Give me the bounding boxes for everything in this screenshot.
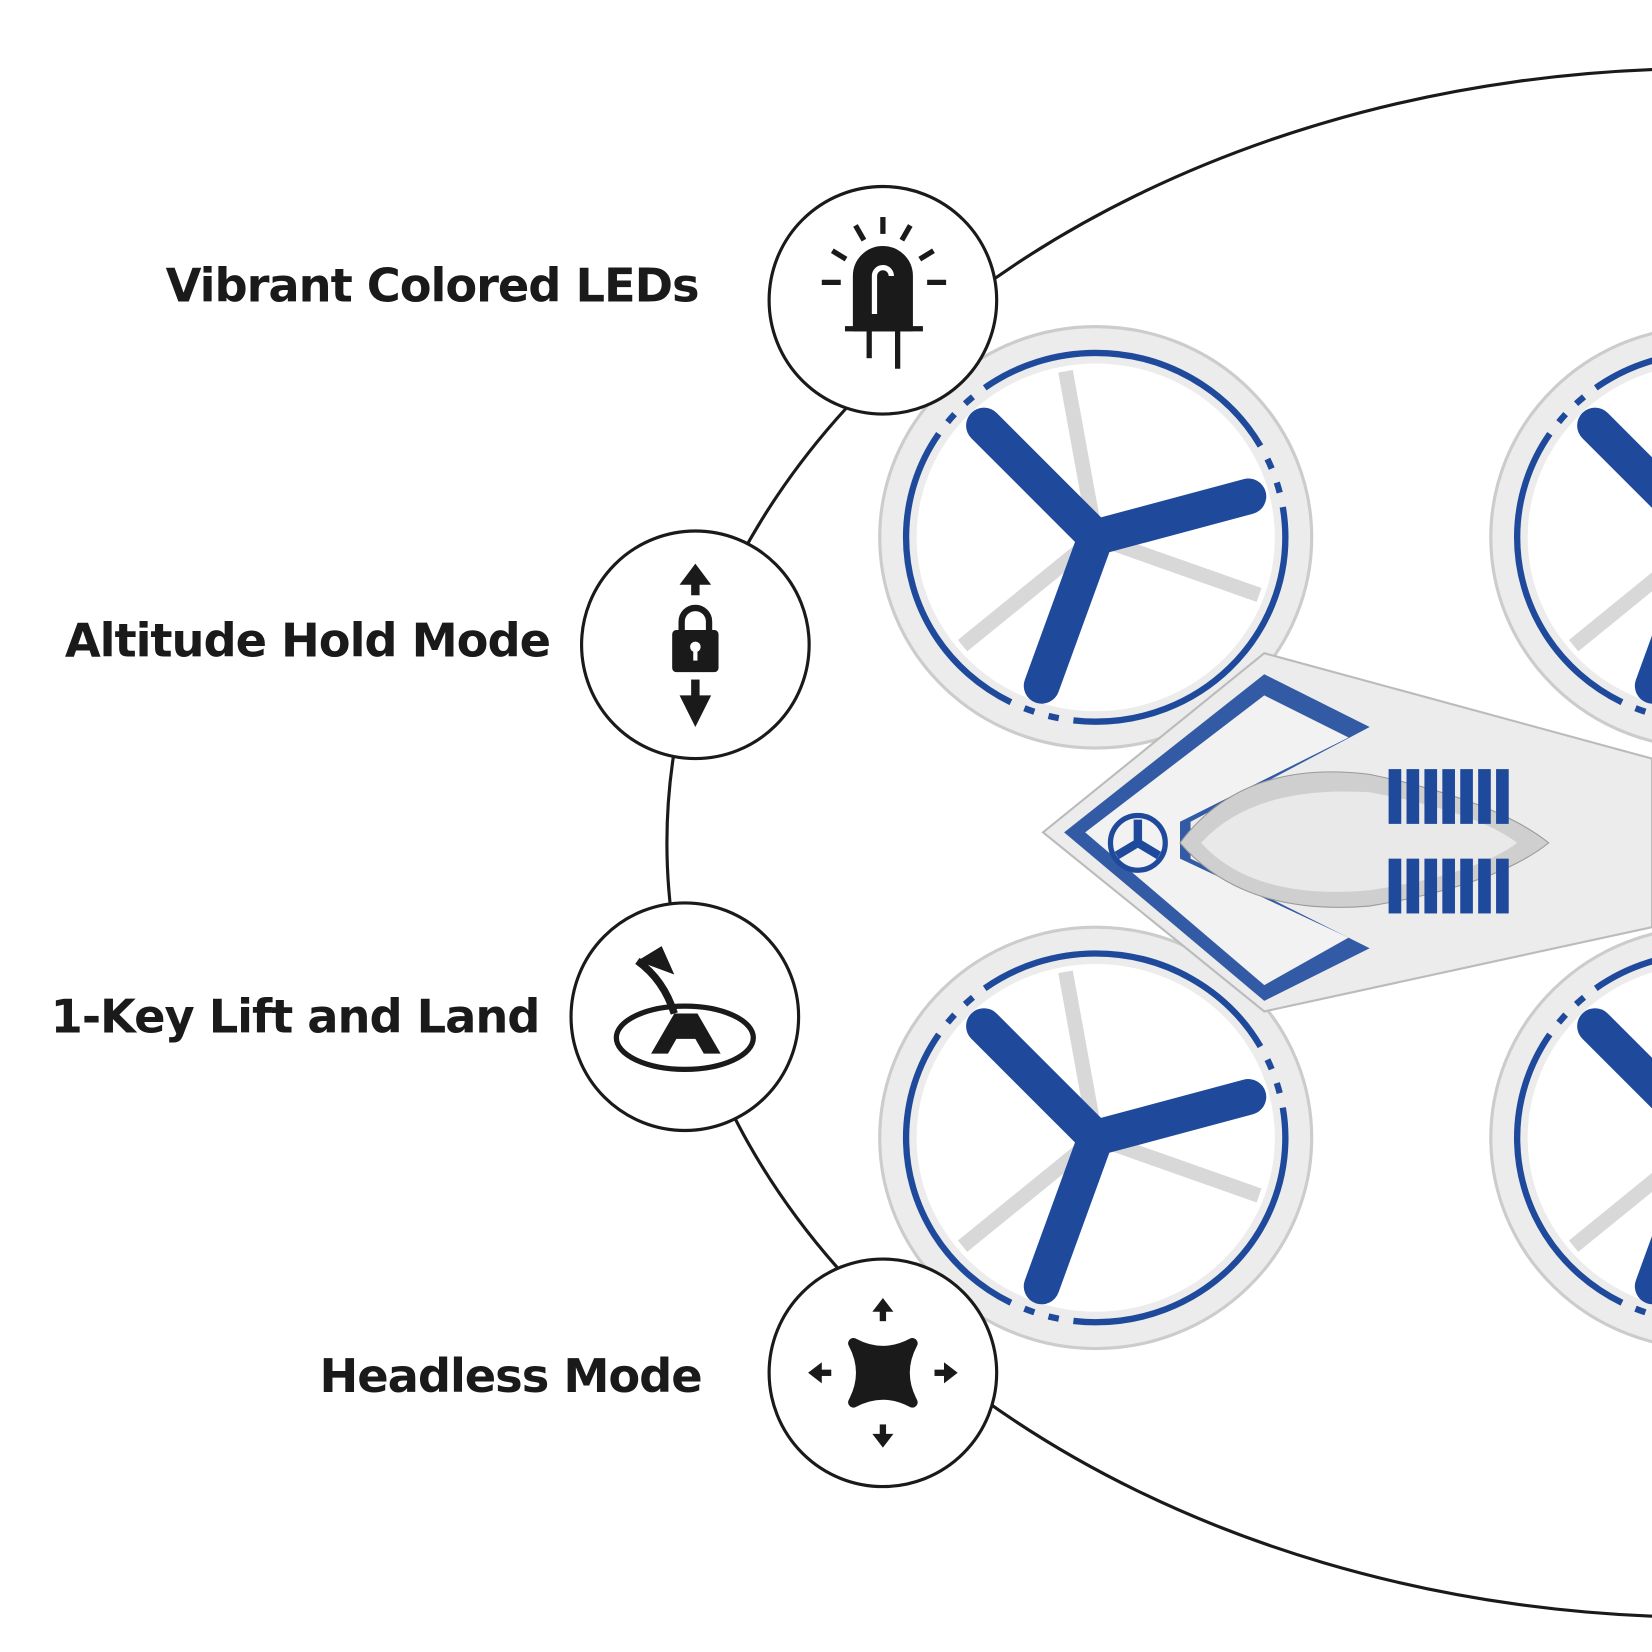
drone-vent — [1406, 769, 1420, 824]
drone-vent — [1496, 769, 1509, 824]
drone-vent — [1388, 769, 1402, 824]
propeller-guard — [878, 325, 1314, 750]
connecting-arc — [665, 68, 1652, 1618]
drone-vent — [1478, 858, 1491, 914]
drone-vent — [1388, 858, 1402, 914]
drone-image — [878, 325, 1652, 1351]
led-light-icon — [821, 217, 947, 369]
headless-directions-icon — [808, 1298, 958, 1448]
drone-vent — [1406, 858, 1420, 914]
feature-label: Vibrant Colored LEDs — [166, 258, 699, 312]
drone-vent — [1442, 858, 1455, 914]
feature-label: Headless Mode — [320, 1349, 702, 1403]
feature-led: Vibrant Colored LEDs — [166, 184, 999, 416]
propeller-guard — [1489, 331, 1652, 743]
feature-headless: Headless Mode — [320, 1257, 999, 1489]
feature-label: Altitude Hold Mode — [65, 613, 550, 667]
feature-label: 1-Key Lift and Land — [51, 989, 540, 1043]
propeller-guard — [878, 925, 1314, 1351]
helipad-takeoff-icon — [613, 946, 756, 1073]
drone-logo-icon — [1107, 812, 1168, 873]
drone-vent — [1424, 858, 1438, 914]
drone-vent — [1478, 769, 1491, 824]
drone-vent — [1496, 858, 1509, 914]
propeller-guard — [1489, 932, 1652, 1344]
feature-altitude: Altitude Hold Mode — [65, 529, 811, 761]
drone-vent — [1442, 769, 1455, 824]
altitude-lock-icon — [672, 563, 719, 727]
drone-vent — [1424, 769, 1438, 824]
drone-vent — [1460, 769, 1473, 824]
drone-vent — [1460, 858, 1473, 914]
feature-lift-land: 1-Key Lift and Land — [51, 901, 801, 1133]
